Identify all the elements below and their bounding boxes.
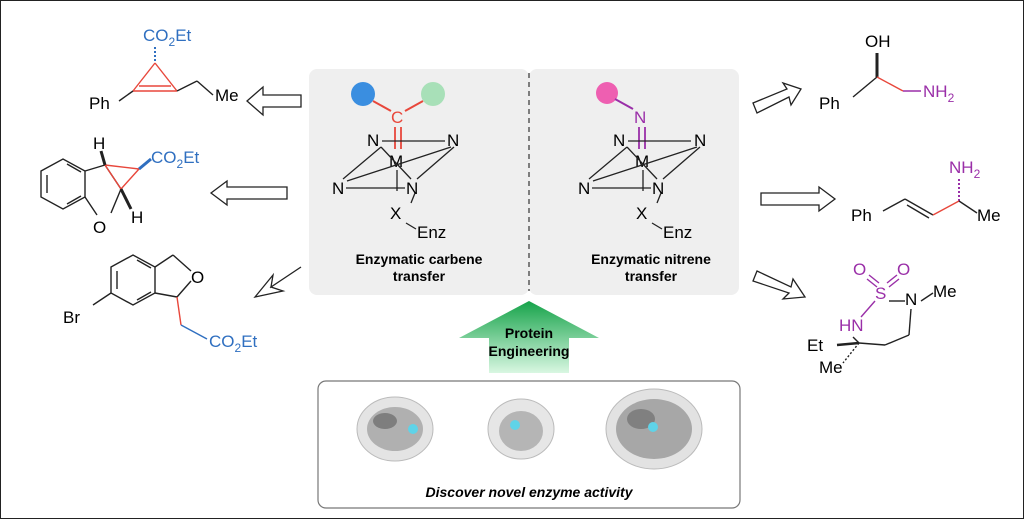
arrow-to-cyclopropane bbox=[209, 179, 288, 207]
cyclopropane-h2: H bbox=[131, 208, 143, 227]
product-cyclopropene: CO2Et Ph Me bbox=[89, 26, 239, 113]
nitrene-complex: N N N N N M X Enz Enzymatic nitrene tran… bbox=[578, 82, 711, 284]
carbene-n-left: N bbox=[367, 131, 379, 150]
protein-structure-2 bbox=[487, 398, 555, 460]
reaction-arrows bbox=[209, 81, 837, 300]
protein-structure-1 bbox=[356, 396, 434, 462]
product-phthalan: O Br CO2Et bbox=[63, 254, 258, 355]
carbene-label-line2: transfer bbox=[393, 268, 446, 284]
carbene-enz: Enz bbox=[417, 223, 446, 242]
phthalan-o: O bbox=[191, 268, 204, 287]
carbene-x-atom: X bbox=[390, 204, 401, 223]
allylamine-ph: Ph bbox=[851, 206, 872, 225]
sulfamide-n: N bbox=[905, 290, 917, 309]
nitrene-n-bl: N bbox=[578, 179, 590, 198]
cyclopropene-me: Me bbox=[215, 86, 239, 105]
nitrene-x-atom: X bbox=[636, 204, 647, 223]
nitrene-n-atom: N bbox=[634, 108, 646, 127]
nitrene-n-right: N bbox=[694, 131, 706, 150]
blue-substituent-ball bbox=[351, 82, 375, 106]
cyclopropane-o: O bbox=[93, 218, 106, 237]
arrow-to-phthalan bbox=[253, 266, 302, 299]
carbene-complex: C N N N N M X Enz Enzymatic carbene tran… bbox=[332, 82, 483, 284]
arrow-to-aminoalcohol bbox=[752, 81, 802, 114]
nitrene-n-left: N bbox=[613, 131, 625, 150]
carbene-label-line1: Enzymatic carbene bbox=[356, 251, 483, 267]
sulfamide-o1: O bbox=[853, 260, 866, 279]
sulfamide-me: Me bbox=[933, 282, 957, 301]
enzyme-panel: Discover novel enzyme activity bbox=[317, 380, 741, 509]
cyclopropene-ph: Ph bbox=[89, 94, 110, 113]
carbene-n-bl: N bbox=[332, 179, 344, 198]
cyclopropane-h1: H bbox=[93, 134, 105, 153]
carbene-c-atom: C bbox=[391, 108, 403, 127]
arrow-label-line1: Protein bbox=[505, 325, 553, 341]
arrow-to-cyclopropene bbox=[246, 85, 302, 117]
cyclopropene-ester: CO2Et bbox=[143, 26, 192, 49]
protein-engineering-arrow: Protein Engineering bbox=[459, 301, 599, 373]
nitrene-n-br: N bbox=[652, 179, 664, 198]
nitrene-label-line2: transfer bbox=[625, 268, 678, 284]
allylamine-nh2: NH2 bbox=[949, 158, 981, 181]
arrow-to-sulfamide bbox=[752, 270, 807, 300]
sulfamide-et: Et bbox=[807, 336, 823, 355]
enzyme-panel-caption: Discover novel enzyme activity bbox=[426, 484, 634, 500]
arrow-to-allylamine bbox=[760, 185, 837, 213]
product-allylamine: NH2 Ph Me bbox=[851, 158, 1001, 225]
nitrene-label-line1: Enzymatic nitrene bbox=[591, 251, 711, 267]
aminoalcohol-nh2: NH2 bbox=[923, 82, 955, 105]
nitrene-panel bbox=[529, 69, 739, 295]
sulfamide-o2: O bbox=[897, 260, 910, 279]
carbene-n-right: N bbox=[447, 131, 459, 150]
nitrene-enz: Enz bbox=[663, 223, 692, 242]
carbene-n-br: N bbox=[406, 179, 418, 198]
aminoalcohol-ph: Ph bbox=[819, 94, 840, 113]
aminoalcohol-oh: OH bbox=[865, 32, 891, 51]
phthalan-ester: CO2Et bbox=[209, 332, 258, 355]
product-sulfamide: O O S HN N Me Et Me bbox=[807, 260, 957, 377]
pink-substituent-ball bbox=[596, 82, 618, 104]
carbene-panel bbox=[309, 69, 529, 295]
allylamine-me: Me bbox=[977, 206, 1001, 225]
phthalan-br: Br bbox=[63, 308, 80, 327]
sulfamide-me2: Me bbox=[819, 358, 843, 377]
protein-structure-3 bbox=[605, 388, 703, 470]
cyclopropane-ester: CO2Et bbox=[151, 148, 200, 171]
product-cyclopropane: H H O CO2Et bbox=[40, 134, 200, 237]
arrow-label-line2: Engineering bbox=[489, 343, 570, 359]
sulfamide-hn: HN bbox=[839, 316, 864, 335]
sulfamide-s: S bbox=[875, 284, 886, 303]
product-aminoalcohol: OH Ph NH2 bbox=[819, 32, 955, 113]
green-substituent-ball bbox=[421, 82, 445, 106]
